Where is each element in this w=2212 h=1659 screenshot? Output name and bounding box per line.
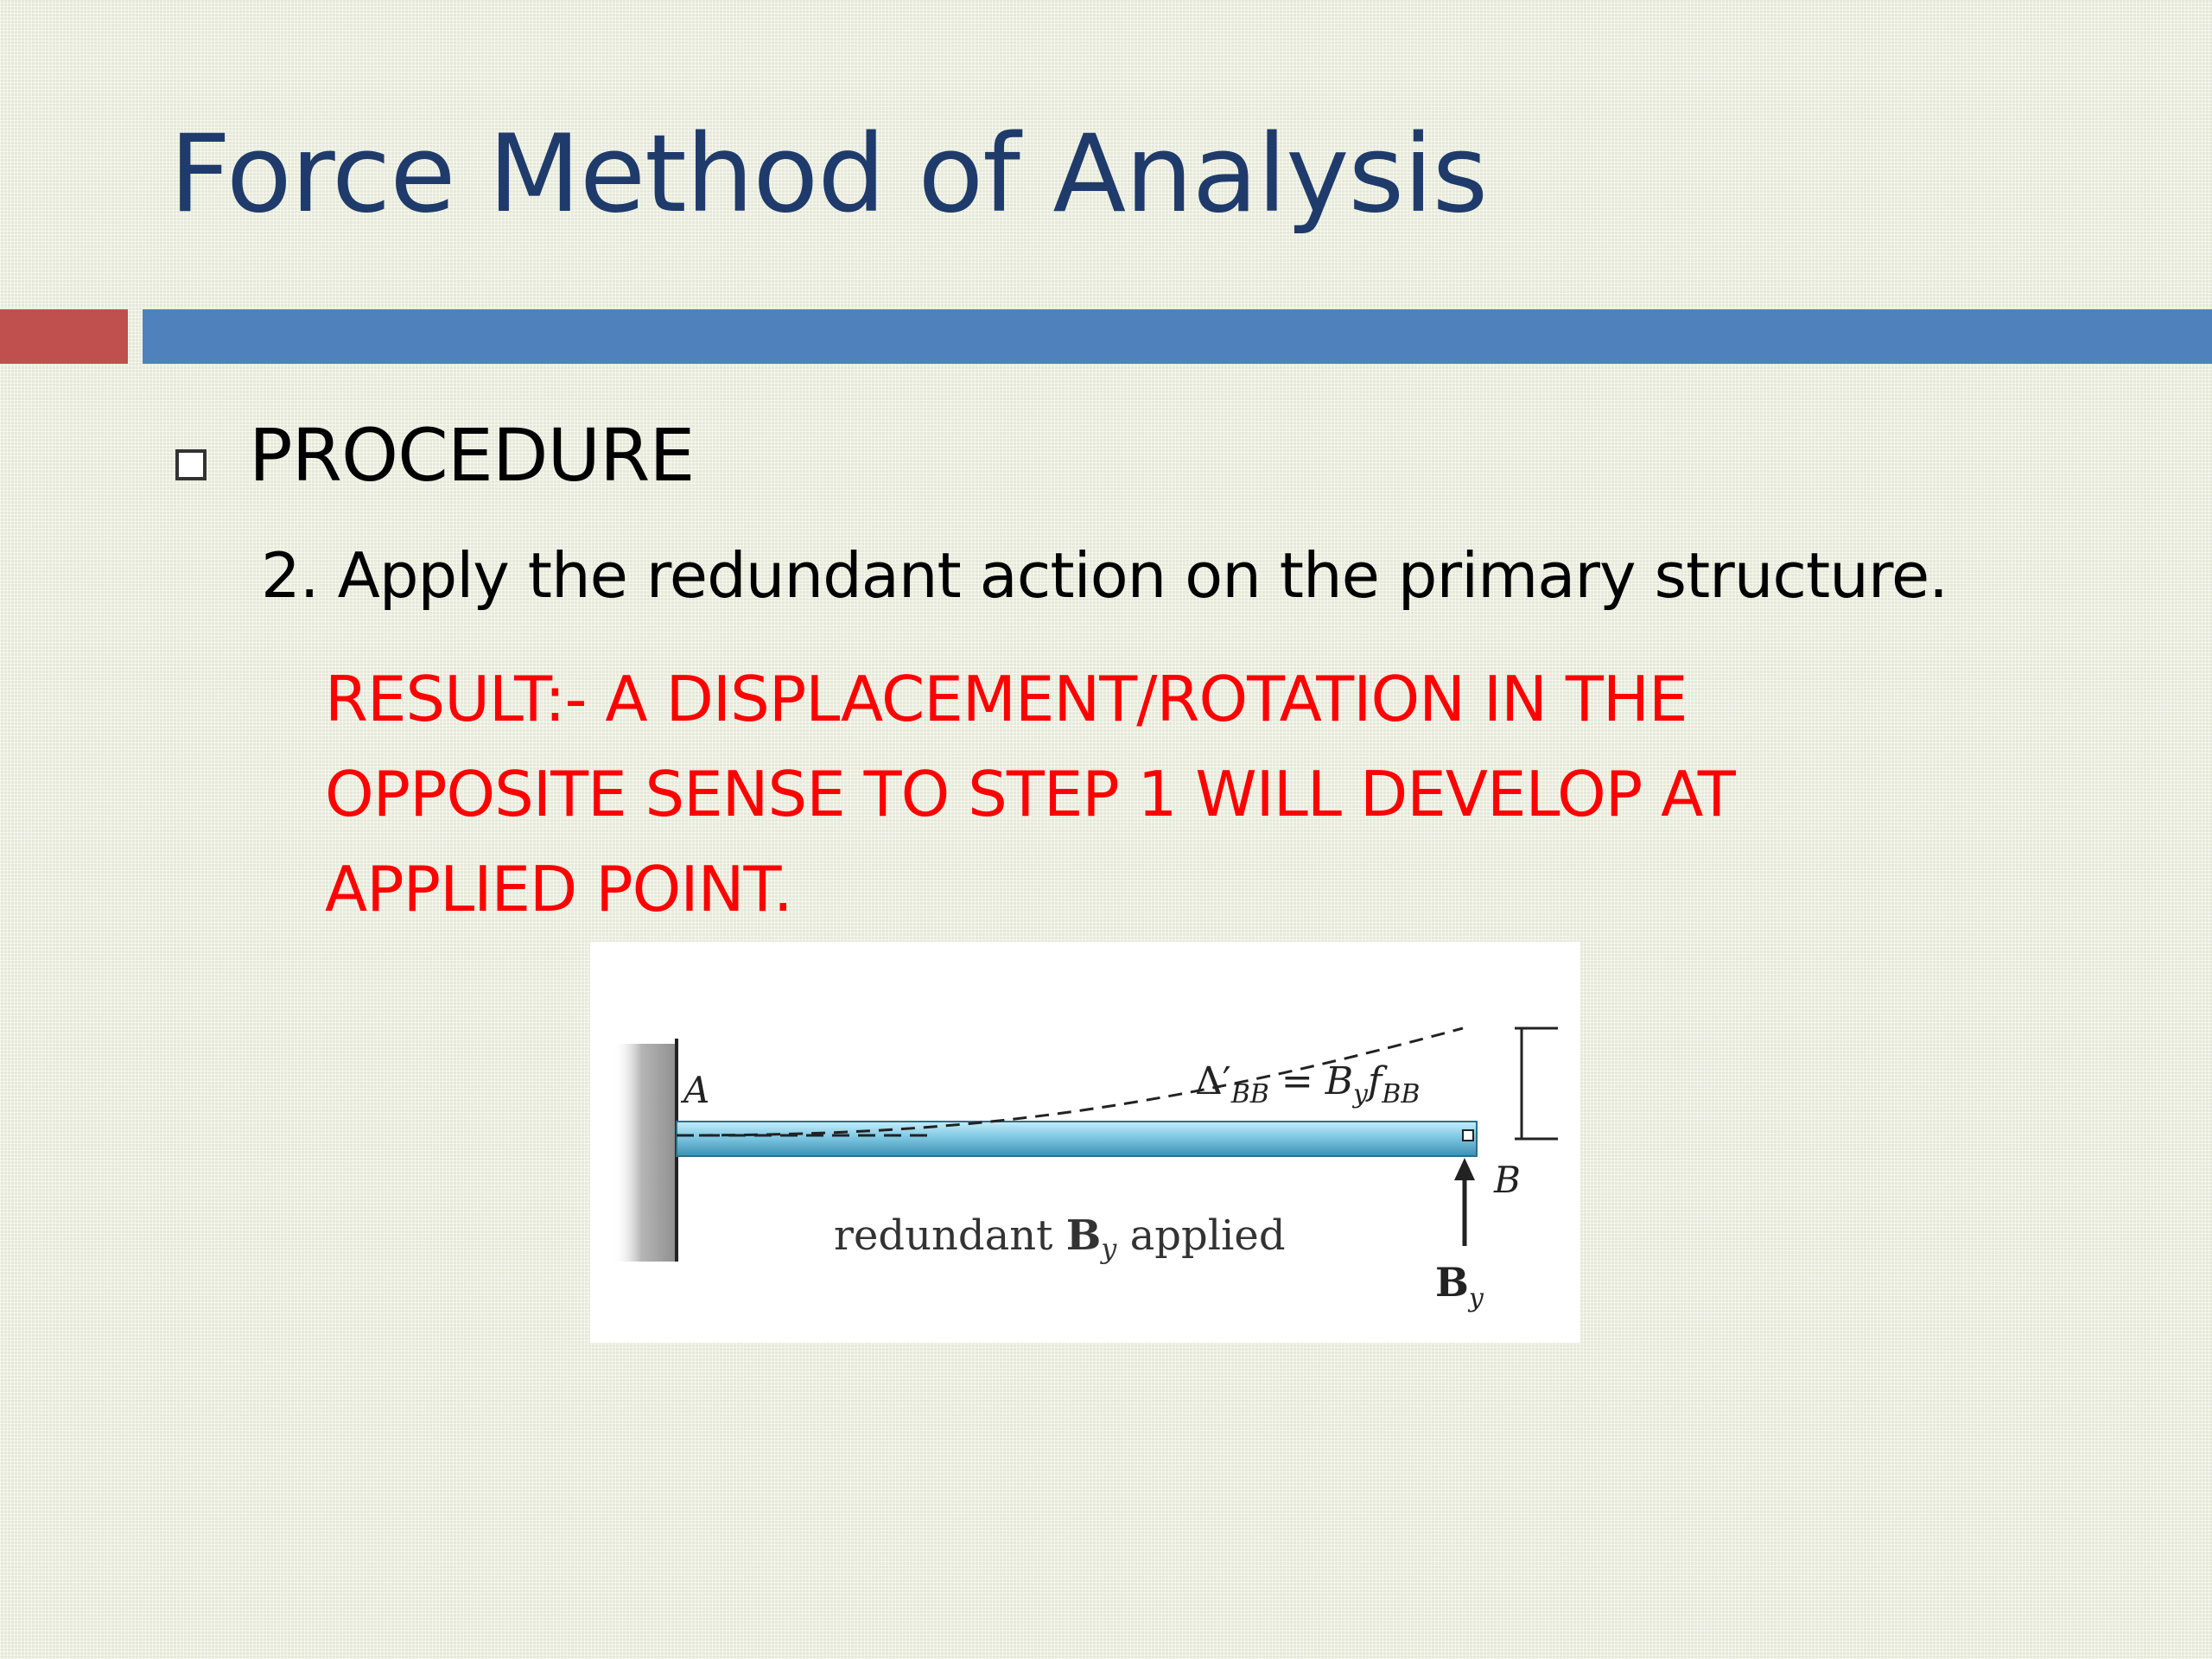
result-line: OPPOSITE SENSE TO STEP 1 WILL DEVELOP AT xyxy=(325,758,1736,830)
equation-f-sub: BB xyxy=(1381,1079,1420,1109)
result-text: RESULT:- A DISPLACEMENT/ROTATION IN THE … xyxy=(325,652,1967,937)
accent-bar-red xyxy=(0,309,128,364)
step-text: 2. Apply the redundant action on the pri… xyxy=(261,539,1948,612)
equation-delta-sub: BB xyxy=(1230,1079,1269,1109)
deflected-shape-dashed xyxy=(676,1027,1464,1137)
equation-b-sub: y xyxy=(1351,1079,1369,1109)
caption-suffix: applied xyxy=(1116,1211,1285,1260)
deflection-equation: Δ′BB = ByfBB xyxy=(1195,1059,1420,1109)
slide-title: Force Method of Analysis xyxy=(169,112,1488,237)
force-label-sub: y xyxy=(1467,1283,1484,1313)
force-label: By xyxy=(1435,1259,1484,1313)
support-label-a: A xyxy=(680,1069,709,1111)
beam xyxy=(676,1121,1478,1157)
beam-figure: A B Δ′BB = ByfBB redundant By applied By xyxy=(590,942,1580,1343)
equation-b: B xyxy=(1325,1059,1353,1103)
end-label-b: B xyxy=(1493,1159,1521,1201)
caption-bold-sub: y xyxy=(1099,1232,1117,1265)
section-label: PROCEDURE xyxy=(249,413,695,498)
caption-bold: B xyxy=(1066,1211,1102,1260)
square-bullet-icon xyxy=(175,449,207,480)
fixed-support xyxy=(613,1044,677,1262)
equation-equals: = xyxy=(1269,1059,1325,1103)
accent-bar-blue xyxy=(143,309,2212,364)
caption-prefix: redundant xyxy=(834,1211,1066,1260)
result-line: APPLIED POINT. xyxy=(325,853,793,925)
force-arrow-head xyxy=(1454,1158,1475,1180)
equation-delta: Δ′ xyxy=(1195,1059,1231,1103)
cantilever-diagram: A B Δ′BB = ByfBB redundant By applied By xyxy=(613,1027,1558,1313)
figure-caption: redundant By applied xyxy=(834,1211,1286,1265)
end-point-b xyxy=(1462,1129,1474,1141)
force-label-main: B xyxy=(1435,1259,1469,1306)
result-line: RESULT:- A DISPLACEMENT/ROTATION IN THE xyxy=(325,663,1688,735)
